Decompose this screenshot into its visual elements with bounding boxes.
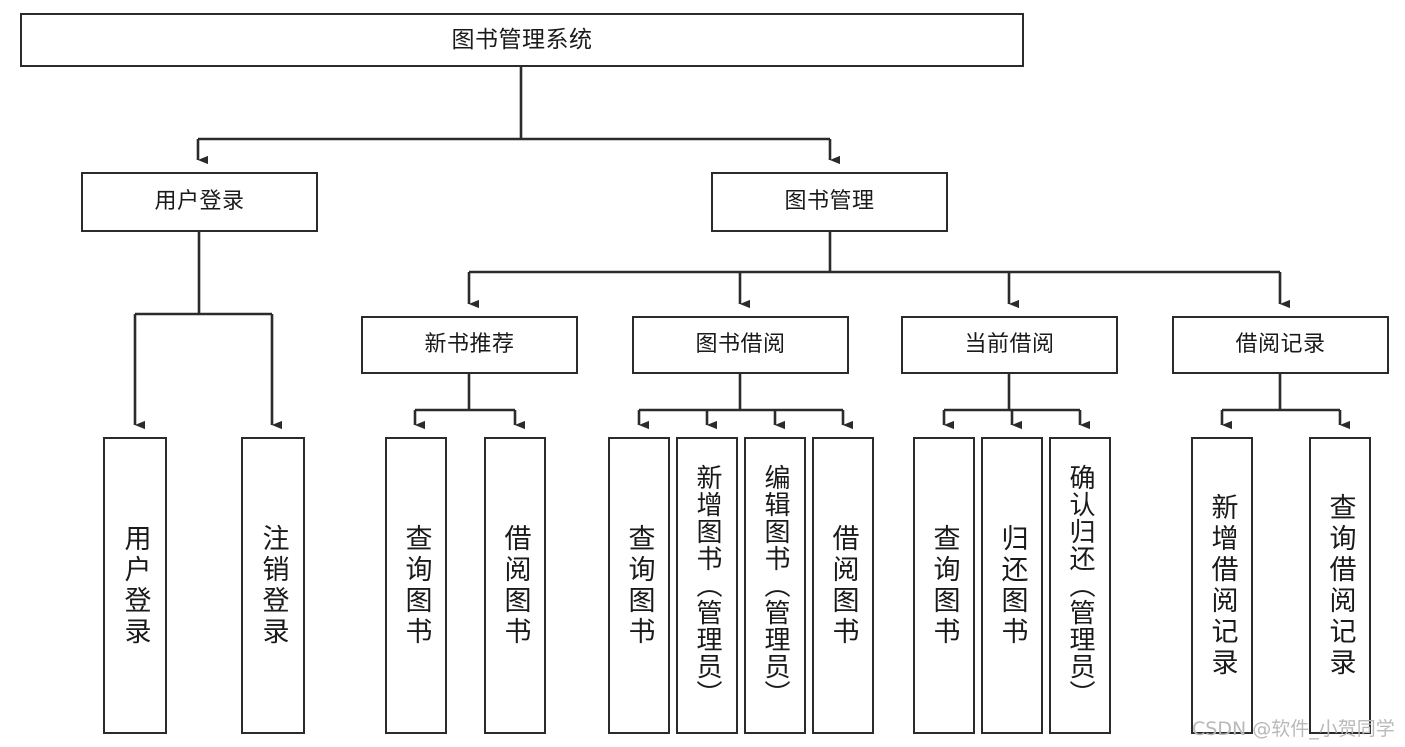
node-label: 用户登录 (119, 523, 151, 648)
csdn-watermark: CSDN @软件_小贺同学 (1192, 718, 1395, 740)
node-user-login[interactable]: 用户登录 (81, 172, 318, 232)
leaf-current-return-book[interactable]: 归还图书 (981, 437, 1043, 734)
leaf-current-query-book[interactable]: 查询图书 (913, 437, 975, 734)
leaf-record-add-record[interactable]: 新增借阅记录 (1191, 437, 1253, 734)
leaf-borrow-add-book-admin[interactable]: 新增图书（管理员） (676, 437, 738, 734)
node-label: 查询图书 (928, 523, 960, 648)
leaf-user-login-signout[interactable]: 注销登录 (241, 437, 305, 734)
node-new-book-recommend[interactable]: 新书推荐 (361, 316, 578, 374)
node-label: 当前借阅 (964, 332, 1055, 358)
node-label: 借阅图书 (499, 523, 531, 648)
node-label: 新增借阅记录 (1206, 492, 1238, 679)
node-book-management[interactable]: 图书管理 (711, 172, 948, 232)
node-borrow-record[interactable]: 借阅记录 (1172, 316, 1389, 374)
node-label: 图书借阅 (695, 332, 786, 358)
node-label: 编辑图书（管理员） (760, 464, 790, 707)
node-label: 借阅图书 (827, 523, 859, 648)
leaf-borrow-borrow-book[interactable]: 借阅图书 (812, 437, 874, 734)
leaf-user-login-signin[interactable]: 用户登录 (103, 437, 167, 734)
node-label: 注销登录 (257, 523, 289, 648)
leaf-newbook-borrow-book[interactable]: 借阅图书 (484, 437, 546, 734)
node-label: 查询图书 (623, 523, 655, 648)
node-label: 新书推荐 (424, 332, 515, 358)
node-label: 图书管理系统 (451, 26, 593, 53)
node-label: 用户登录 (154, 189, 245, 215)
node-root-system[interactable]: 图书管理系统 (20, 13, 1024, 67)
node-current-borrow[interactable]: 当前借阅 (901, 316, 1118, 374)
node-label: 查询借阅记录 (1324, 492, 1356, 679)
node-label: 归还图书 (996, 523, 1028, 648)
leaf-current-confirm-return-admin[interactable]: 确认归还（管理员） (1049, 437, 1111, 734)
node-label: 确认归还（管理员） (1065, 464, 1095, 707)
node-label: 新增图书（管理员） (692, 464, 722, 707)
leaf-borrow-edit-book-admin[interactable]: 编辑图书（管理员） (744, 437, 806, 734)
node-book-borrow[interactable]: 图书借阅 (632, 316, 849, 374)
leaf-borrow-query-book[interactable]: 查询图书 (608, 437, 670, 734)
node-label: 借阅记录 (1235, 332, 1326, 358)
leaf-newbook-query-book[interactable]: 查询图书 (385, 437, 447, 734)
node-label: 查询图书 (400, 523, 432, 648)
node-label: 图书管理 (784, 189, 875, 215)
leaf-record-query-record[interactable]: 查询借阅记录 (1309, 437, 1371, 734)
